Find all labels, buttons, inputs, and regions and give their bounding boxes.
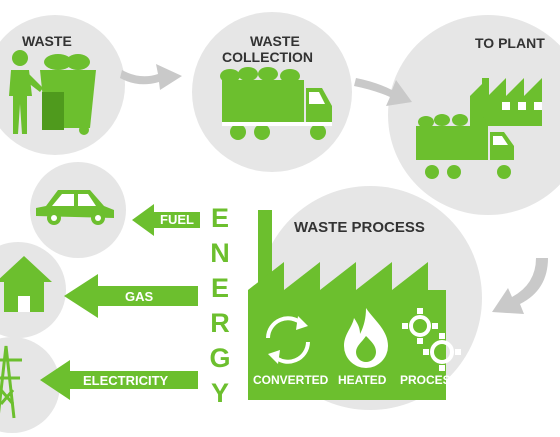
step-converted-label: CONVERTED: [253, 373, 329, 387]
process-factory-icon: [248, 210, 446, 400]
fuel-arrow-shape: [132, 204, 200, 236]
electricity-label: ELECTRICITY: [83, 373, 169, 388]
factory-icon: [470, 78, 542, 126]
process-title: WASTE PROCESS: [294, 219, 425, 236]
garbage-truck-icon: [220, 67, 332, 140]
electricity-arrow-shape: [40, 360, 198, 400]
flow-arrow-2: [354, 78, 412, 106]
energy-letter-3: E: [210, 273, 229, 303]
flame-icon: [344, 308, 388, 368]
plant-truck-icon: [416, 114, 514, 179]
plant-label: TO PLANT: [475, 35, 545, 51]
fuel-label: FUEL: [160, 212, 194, 227]
waste-label: WASTE: [22, 33, 72, 49]
gear-teeth: [402, 308, 461, 371]
step-processed-label: PROCESSED: [400, 373, 476, 387]
gears-icon: [409, 315, 454, 364]
gas-label: GAS: [125, 289, 154, 304]
energy-letter-2: N: [210, 238, 230, 268]
energy-letter-1: E: [210, 203, 229, 233]
power-tower-icon: [0, 345, 22, 419]
energy-letter-6: Y: [210, 378, 229, 408]
gas-arrow-shape: [64, 274, 198, 318]
flow-arrow-3: [492, 258, 548, 314]
collection-label-line2: COLLECTION: [222, 49, 313, 65]
trash-bins-icon: [40, 54, 96, 135]
recycle-arrowheads: [268, 316, 308, 364]
energy-letter-5: G: [209, 343, 231, 373]
collection-label-line1: WASTE: [250, 33, 300, 49]
step-heated-label: HEATED: [338, 373, 387, 387]
flow-arrow-1: [120, 64, 182, 90]
person-icon: [9, 50, 43, 134]
car-icon: [36, 190, 114, 225]
energy-letter-4: R: [210, 308, 230, 338]
house-icon: [0, 256, 52, 312]
